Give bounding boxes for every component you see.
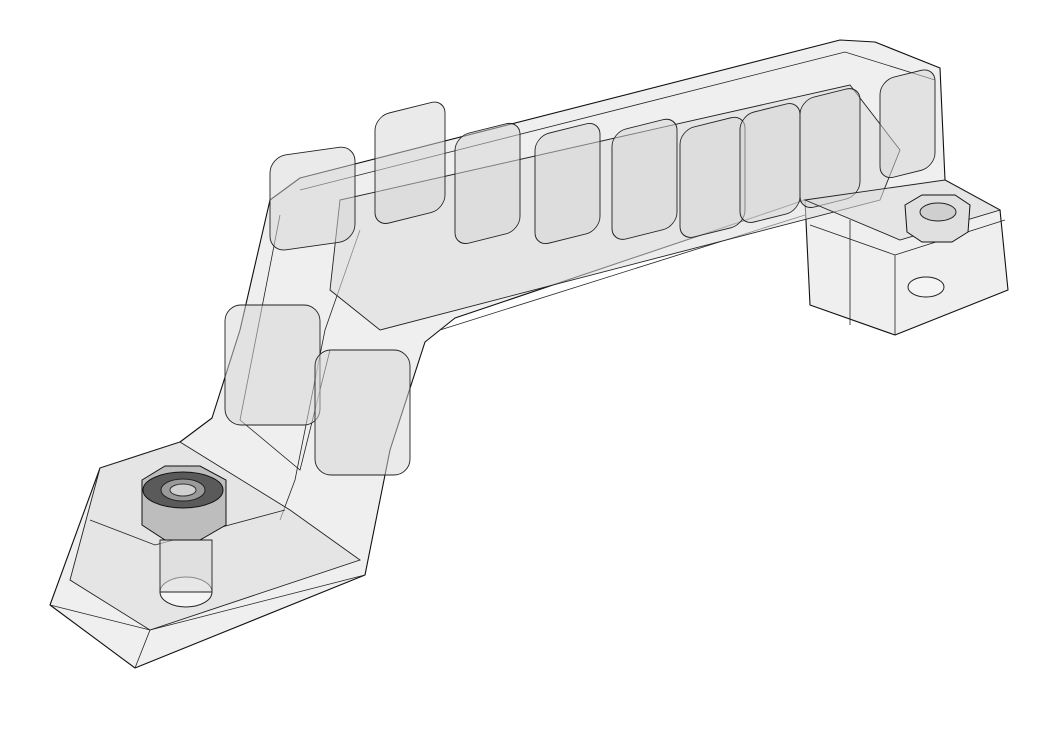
pocket bbox=[269, 146, 356, 251]
pocket bbox=[374, 101, 446, 224]
pocket bbox=[534, 123, 601, 245]
right-nut-bore bbox=[919, 202, 957, 222]
pockets bbox=[224, 69, 936, 476]
pocket bbox=[739, 103, 801, 223]
pocket bbox=[879, 69, 936, 178]
left-nut bbox=[141, 465, 227, 541]
pocket bbox=[799, 88, 861, 208]
left-bolt-shaft bbox=[159, 539, 213, 593]
left-nut-bore bbox=[169, 483, 197, 497]
pocket bbox=[611, 118, 678, 240]
left-foot-edge bbox=[49, 509, 366, 669]
pocket bbox=[224, 304, 321, 426]
pocket bbox=[679, 116, 746, 238]
pocket bbox=[454, 122, 521, 244]
pocket bbox=[314, 349, 411, 476]
right-bolt-hole bbox=[907, 276, 945, 298]
right-nut bbox=[904, 194, 971, 243]
